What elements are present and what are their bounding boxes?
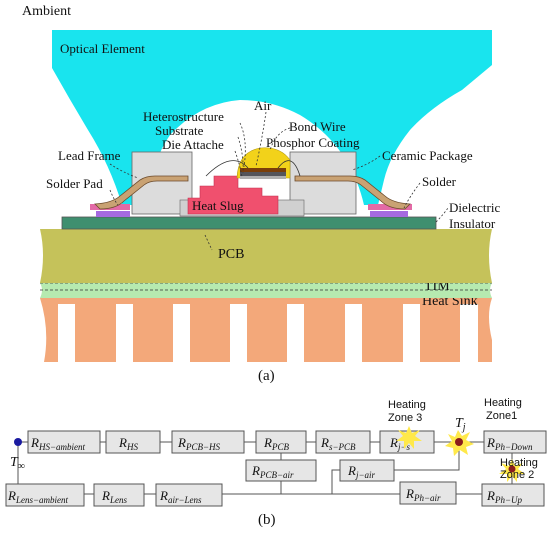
leader-bond-wire	[269, 127, 291, 151]
resistor-hs: RHS	[105, 430, 161, 454]
panel-b: T∞ RHS−ambient RHS RPCB−HS RPCB Rs−PCB R…	[5, 397, 547, 528]
substrate	[240, 172, 286, 176]
dielectric-insulator	[61, 216, 437, 230]
label-bond-wire: Bond Wire	[289, 119, 346, 134]
resistor-pcb-hs: RPCB−HS	[171, 430, 245, 454]
junction-node	[455, 438, 463, 446]
tim-layer	[40, 283, 492, 298]
label-lead-frame: Lead Frame	[58, 148, 121, 163]
leader-dielectric	[435, 207, 449, 223]
wire-ph-air	[331, 469, 340, 494]
bond-wire-right	[277, 160, 301, 177]
wire-j-air	[394, 442, 460, 471]
resistor-ph-air: RPh−air	[399, 481, 457, 505]
svg-text:Rs−PCB: Rs−PCB	[320, 435, 356, 452]
label-solder: Solder	[422, 174, 457, 189]
svg-text:RHS−ambient: RHS−ambient	[30, 435, 86, 452]
heating-zone-2-star	[499, 459, 525, 482]
heating-zone-1-star	[445, 430, 474, 456]
leader-pcb	[204, 234, 213, 251]
panel-a-label: (a)	[258, 368, 275, 384]
die-attache	[240, 176, 286, 179]
label-phosphor-coating: Phosphor Coating	[266, 135, 360, 150]
heating-zone-2-label-line1: Heating	[500, 457, 538, 469]
resistor-ph-down: RPh−Down	[483, 430, 547, 454]
resistor-pcb-air: RPCB−air	[245, 459, 317, 482]
svg-text:RHS: RHS	[118, 435, 138, 452]
panel-b-label: (b)	[258, 512, 276, 528]
label-ceramic-package: Ceramic Package	[382, 148, 473, 163]
resistor-lens-ambient: RLens−ambient	[5, 483, 85, 507]
heating-zone-3-star	[396, 426, 422, 449]
label-solder-pad: Solder Pad	[46, 176, 103, 191]
svg-text:Rj−air: Rj−air	[347, 463, 376, 480]
solder-right	[370, 211, 408, 217]
solder-left	[96, 211, 130, 217]
svg-text:RPCB−air: RPCB−air	[251, 463, 294, 480]
leader-heterostructure	[239, 122, 246, 168]
resistor-lens: RLens	[93, 483, 145, 507]
svg-text:Rj−s: Rj−s	[389, 435, 411, 452]
t-infinity-node	[14, 438, 22, 446]
leader-ceramic	[351, 155, 381, 171]
label-optical-element: Optical Element	[60, 41, 145, 56]
svg-text:RPCB−HS: RPCB−HS	[177, 435, 221, 452]
ph-node	[508, 465, 516, 473]
svg-text:RPh−Down: RPh−Down	[486, 435, 533, 452]
label-ambient: Ambient	[22, 4, 71, 19]
heating-zone-3-label-line2: Zone 3	[388, 412, 422, 424]
leader-solder-pad	[109, 189, 119, 206]
lead-frame-left	[94, 175, 189, 210]
label-substrate: Substrate	[155, 123, 204, 138]
label-dielectric-2: Insulator	[449, 216, 496, 231]
t-junction-label: Tj	[455, 416, 466, 433]
leader-die-attache	[234, 150, 243, 178]
svg-text:RLens: RLens	[101, 488, 127, 505]
svg-text:RPh−air: RPh−air	[405, 486, 441, 503]
label-heterostructure: Heterostructure	[143, 109, 224, 124]
label-air: Air	[254, 98, 272, 113]
heterostructure	[240, 168, 286, 172]
panel-a: Ambient Optical Element Heat Sink TIM PC…	[22, 4, 500, 384]
pcb-layer	[40, 229, 492, 283]
resistor-pcb: RPCB	[255, 430, 307, 454]
label-dielectric-1: Dielectric	[449, 200, 500, 215]
optical-element	[52, 30, 492, 205]
resistor-s-pcb: Rs−PCB	[315, 430, 371, 454]
label-heat-slug: Heat Slug	[192, 198, 244, 213]
svg-text:RPCB: RPCB	[263, 435, 289, 452]
t-infinity-label: T∞	[10, 455, 25, 472]
heat-sink	[40, 298, 492, 362]
resistor-hs-ambient: RHS−ambient	[27, 430, 101, 454]
heating-zone-2-label-line2: Zone 2	[500, 469, 534, 481]
heating-zone-1-label-line2: Zone1	[486, 410, 517, 422]
label-die-attache: Die Attache	[162, 137, 224, 152]
heating-zone-1-label-line1: Heating	[484, 397, 522, 409]
resistor-air-lens: Rair−Lens	[155, 483, 223, 507]
svg-text:Rair−Lens: Rair−Lens	[159, 488, 202, 505]
svg-text:RPh−Up: RPh−Up	[486, 488, 523, 505]
leader-lead-frame	[109, 163, 139, 179]
lead-frame-right	[294, 175, 411, 210]
label-pcb: PCB	[218, 247, 244, 262]
resistor-j-air: Rj−air	[339, 459, 395, 482]
bond-wire-left	[205, 160, 249, 177]
leader-substrate	[237, 136, 244, 174]
heating-zone-3-label-line1: Heating	[388, 399, 426, 411]
leader-air	[255, 111, 267, 167]
svg-text:RLens−ambient: RLens−ambient	[7, 488, 69, 505]
resistor-ph-up: RPh−Up	[481, 483, 545, 507]
